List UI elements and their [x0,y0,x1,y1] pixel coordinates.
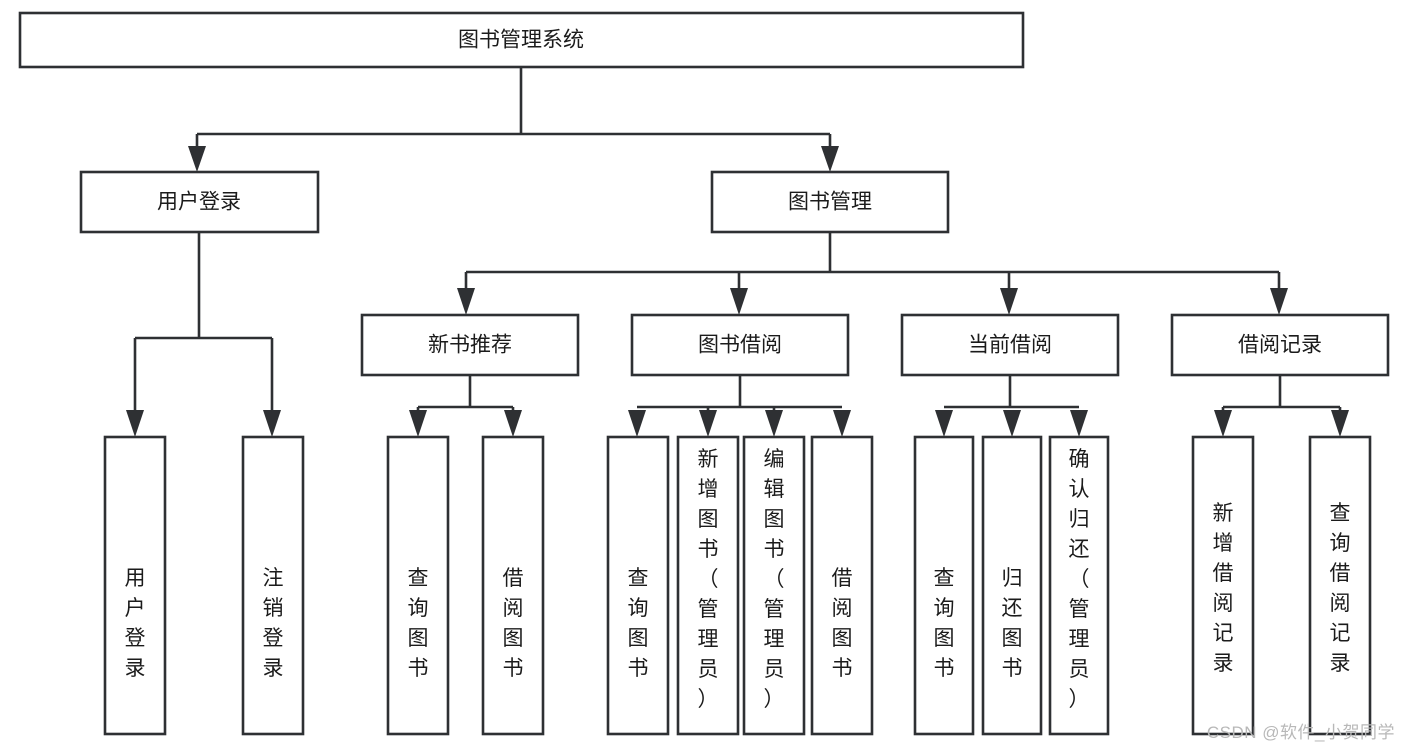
leaf-current-borrow-confirm[interactable]: 确认归还（管理员） [1048,435,1110,736]
leaf-borrow-record-add-label: 新增借阅记录 [1213,502,1234,675]
arrow-head-bookborrow-2 [699,410,717,437]
node-current-borrow-label: 当前借阅 [968,334,1052,357]
leaf-borrow-record-query[interactable]: 查询借阅记录 [1308,435,1372,736]
node-current-borrow[interactable]: 当前借阅 [900,313,1120,377]
arrow-head-currentborrow-2 [1003,410,1021,437]
arrow-head-bookmanage-4 [1270,288,1288,315]
node-user-login[interactable]: 用户登录 [79,170,320,234]
arrow-head-newbook-2 [504,410,522,437]
node-new-book-recommend-box[interactable] [360,313,580,377]
connector-group-book-borrow [628,375,851,437]
node-root-label: 图书管理系统 [458,29,584,52]
arrow-head-userlogin-2 [263,410,281,437]
connector-group-new-book [409,375,522,437]
leaf-new-book-borrow[interactable]: 借阅图书 [481,435,545,736]
arrow-head-root-2 [821,146,839,172]
leaf-borrow-record-add[interactable]: 新增借阅记录 [1191,435,1255,736]
node-borrow-record-box[interactable] [1170,313,1390,377]
leaf-new-book-query[interactable]: 查询图书 [386,435,450,736]
node-book-management[interactable]: 图书管理 [710,170,950,234]
leaf-user-login-signin-box[interactable] [103,435,167,736]
leaf-book-borrow-edit[interactable]: 编辑图书（管理员） [742,435,806,736]
leaf-user-login-signout-label: 注销登录 [263,567,284,680]
leaf-current-borrow-return[interactable]: 归还图书 [981,435,1043,736]
leaf-new-book-query-box[interactable] [386,435,450,736]
leaf-new-book-borrow-label: 借阅图书 [503,567,524,680]
connector-group-book-manage [457,232,1288,315]
leaf-book-borrow-query-label: 查询图书 [628,567,649,680]
leaf-book-borrow-borrow-label: 借阅图书 [832,567,853,680]
leaf-borrow-record-query-box[interactable] [1308,435,1372,736]
arrow-head-userlogin-1 [126,410,144,437]
node-book-borrow-box[interactable] [630,313,850,377]
leaf-book-borrow-edit-label: 编辑图书（管理员） [764,448,785,711]
leaf-book-borrow-borrow-box[interactable] [810,435,874,736]
leaf-new-book-borrow-box[interactable] [481,435,545,736]
node-new-book-recommend-label: 新书推荐 [428,334,512,357]
node-root-book-management-system[interactable]: 图书管理系统 [18,11,1025,69]
leaf-current-borrow-confirm-label: 确认归还（管理员） [1069,448,1090,711]
leaf-borrow-record-query-label: 查询借阅记录 [1330,502,1351,675]
leaf-book-borrow-borrow[interactable]: 借阅图书 [810,435,874,736]
connector-group-borrow-record [1214,375,1349,437]
node-user-login-box[interactable] [79,170,320,234]
arrow-head-bookborrow-1 [628,410,646,437]
node-current-borrow-box[interactable] [900,313,1120,377]
leaf-current-borrow-query[interactable]: 查询图书 [913,435,975,736]
leaf-new-book-query-label: 查询图书 [408,567,429,680]
leaf-book-borrow-add[interactable]: 新增图书（管理员） [676,435,740,736]
arrow-head-currentborrow-1 [935,410,953,437]
leaf-current-borrow-return-label: 归还图书 [1002,567,1023,680]
leaf-borrow-record-add-box[interactable] [1191,435,1255,736]
node-book-borrow[interactable]: 图书借阅 [630,313,850,377]
node-book-management-label: 图书管理 [788,191,872,214]
leaf-current-borrow-query-label: 查询图书 [934,567,955,680]
leaf-user-login-signout[interactable]: 注销登录 [241,435,305,736]
node-root-box[interactable] [18,11,1025,69]
leaf-book-borrow-query[interactable]: 查询图书 [606,435,670,736]
arrow-head-bookmanage-2 [730,288,748,315]
arrow-head-newbook-1 [409,410,427,437]
node-book-management-box[interactable] [710,170,950,234]
leaf-current-borrow-query-box[interactable] [913,435,975,736]
arrow-head-bookmanage-1 [457,288,475,315]
node-book-borrow-label: 图书借阅 [698,334,782,357]
leaf-current-borrow-confirm-box[interactable] [1048,435,1110,736]
leaf-user-login-signout-box[interactable] [241,435,305,736]
arrow-head-bookborrow-3 [765,410,783,437]
node-borrow-record[interactable]: 借阅记录 [1170,313,1390,377]
arrow-head-bookborrow-4 [833,410,851,437]
leaf-book-borrow-add-label: 新增图书（管理员） [698,448,719,711]
node-borrow-record-label: 借阅记录 [1238,334,1322,357]
connector-group-root [188,67,839,172]
node-new-book-recommend[interactable]: 新书推荐 [360,313,580,377]
leaf-current-borrow-return-box[interactable] [981,435,1043,736]
node-user-login-label: 用户登录 [157,191,241,214]
arrow-head-root-1 [188,146,206,172]
leaf-user-login-signin-label: 用户登录 [125,567,146,680]
arrow-head-borrowrecord-2 [1331,410,1349,437]
leaf-user-login-signin[interactable]: 用户登录 [103,435,167,736]
connector-group-user-login [126,232,281,437]
csdn-watermark: CSDN @软件_小贺同学 [1206,723,1395,742]
arrow-head-bookmanage-3 [1000,288,1018,315]
arrow-head-borrowrecord-1 [1214,410,1232,437]
connector-group-current-borrow [935,375,1088,437]
leaf-book-borrow-add-box[interactable] [676,435,740,736]
leaf-book-borrow-query-box[interactable] [606,435,670,736]
leaf-book-borrow-edit-box[interactable] [742,435,806,736]
arrow-head-currentborrow-3 [1070,410,1088,437]
